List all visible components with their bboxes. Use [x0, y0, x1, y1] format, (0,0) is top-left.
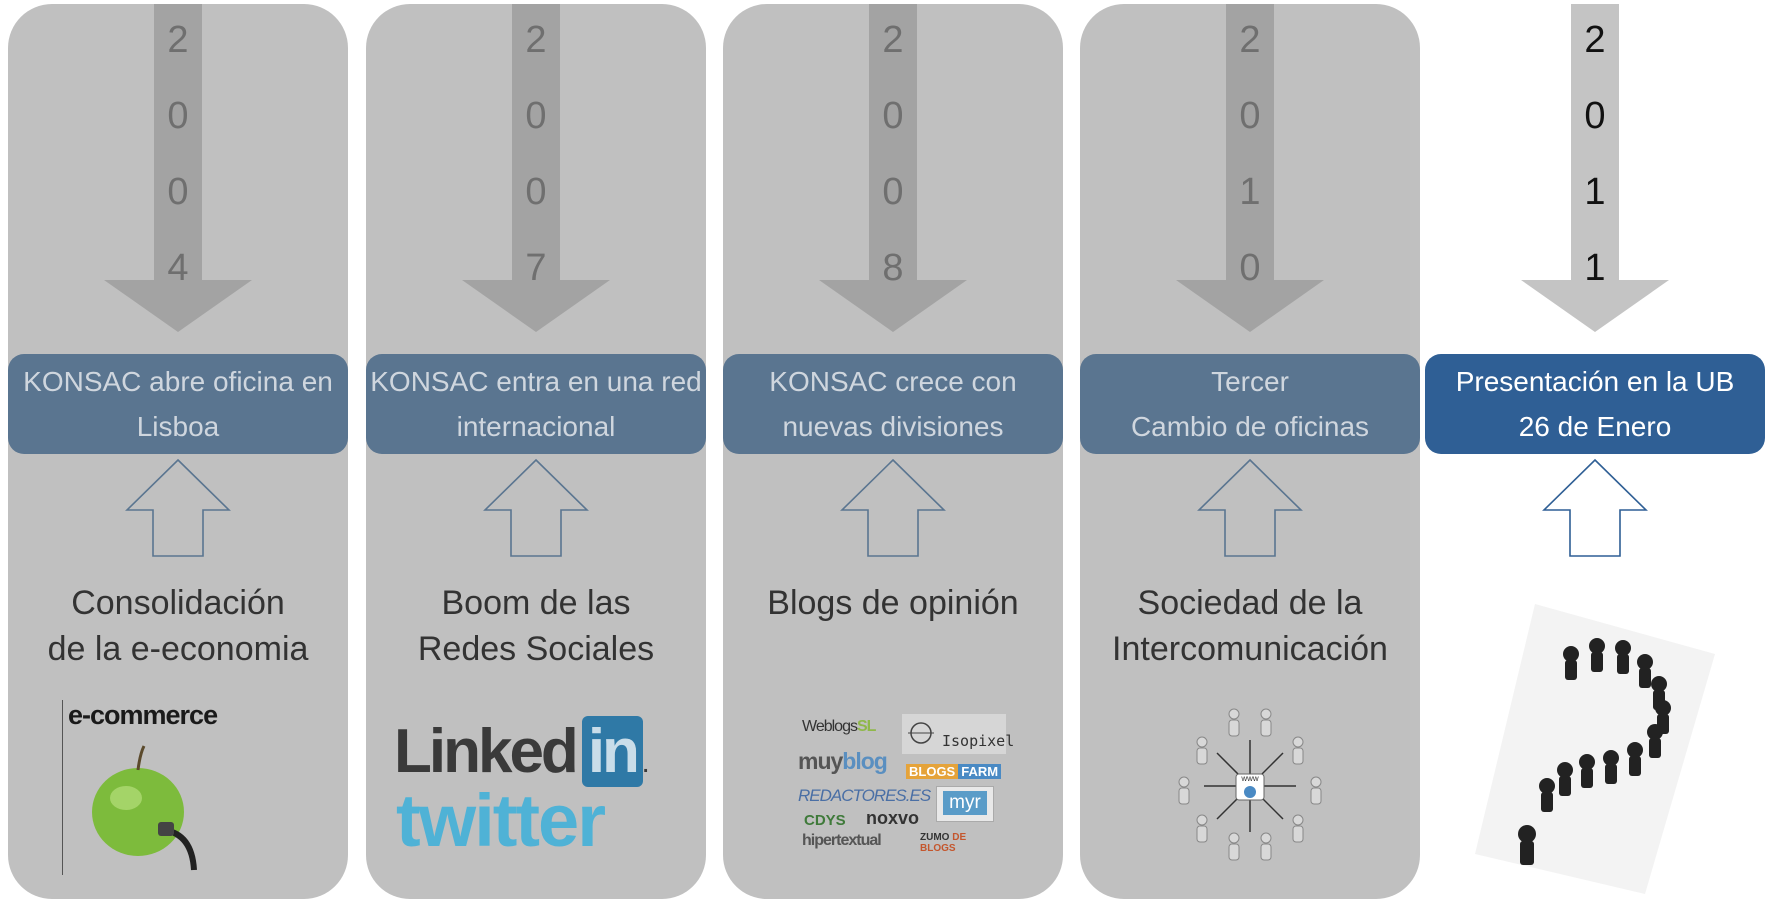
linkedin-text: Linked	[394, 717, 579, 786]
weblogs-logo: WeblogsSL	[802, 718, 876, 736]
network-image: www	[1170, 706, 1330, 866]
event-box: Tercer Cambio de oficinas	[1080, 354, 1420, 454]
isopixel-text: Isopixel	[942, 732, 1015, 750]
year-digit: 2	[167, 19, 189, 61]
blog-text: blog	[842, 748, 888, 774]
year-digit: 2	[525, 19, 547, 61]
www-label: www	[1241, 774, 1259, 783]
trend-label: Blogs de opinión	[767, 584, 1019, 622]
hipertextual-logo: hipertextual	[802, 832, 882, 849]
myr-text: myr	[943, 791, 987, 815]
ecommerce-image: e-commerce	[62, 700, 302, 875]
up-arrow-icon	[483, 458, 589, 557]
year-digit: 2	[882, 19, 904, 61]
isopixel-logo: Isopixel	[902, 714, 1014, 754]
green-apple-icon	[92, 745, 197, 871]
year-digit: 8	[882, 247, 904, 289]
linkedin-dot: .	[642, 755, 648, 777]
chess-image	[1475, 604, 1715, 894]
noxvo-logo: noxvo	[866, 808, 920, 828]
timeline-column-2004: 2 0 0 4 KONSAC abre oficina en Lisboa Co…	[8, 0, 348, 903]
year-digit: 0	[167, 171, 189, 213]
event-box: KONSAC abre oficina en Lisboa	[8, 354, 348, 454]
timeline-column-2010: 2 0 1 0 Tercer Cambio de oficinas Socied…	[1080, 0, 1420, 903]
year-digit: 0	[882, 171, 904, 213]
blogsfarm-farm-text: FARM	[958, 764, 1002, 779]
down-arrow-icon	[462, 4, 610, 332]
year-digit: 0	[1584, 95, 1606, 137]
trend-label: Consolidación de la e-economia	[47, 584, 309, 668]
weblogs-sl-text: SL	[856, 718, 876, 735]
year-digit: 0	[525, 95, 547, 137]
linkedin-in-badge: in	[581, 716, 643, 787]
weblogs-text: Weblogs	[802, 718, 858, 735]
year-digit: 2	[1584, 19, 1606, 61]
de-blogs-text: DE BLOGS	[920, 832, 967, 854]
up-arrow-icon	[1542, 458, 1648, 557]
chess-question-mark-icon	[1475, 604, 1715, 894]
year-digit: 2	[1239, 19, 1261, 61]
twitter-logo: twitter	[396, 779, 606, 862]
event-box: KONSAC crece con nuevas divisiones	[723, 354, 1063, 454]
isopixel-globe-icon	[908, 722, 934, 744]
year-digit: 1	[1584, 171, 1606, 213]
up-arrow-icon	[840, 458, 946, 557]
muyblog-logo: muyblog	[798, 748, 888, 775]
down-arrow-icon	[1176, 4, 1324, 332]
timeline-column-2011: 2 0 1 1 Presentación en la UB 26 de Ener…	[1425, 0, 1765, 903]
timeline-column-2007: 2 0 0 7 KONSAC entra en una red internac…	[366, 0, 706, 903]
year-digit: 1	[1584, 247, 1606, 289]
year-digit: 4	[167, 247, 189, 289]
event-box: Presentación en la UB 26 de Enero	[1425, 354, 1765, 454]
ecommerce-title: e-commerce	[68, 700, 218, 730]
zumo-text: ZUMO	[920, 832, 950, 843]
year-digit: 7	[525, 247, 547, 289]
event-box: KONSAC entra en una red internacional	[366, 354, 706, 454]
zumo-de-blogs-logo: ZUMO DE BLOGS	[920, 832, 998, 854]
up-arrow-icon	[125, 458, 231, 557]
year-digit: 0	[525, 171, 547, 213]
muy-text: muy	[798, 748, 843, 774]
year-digit: 0	[167, 95, 189, 137]
year-digit: 1	[1239, 171, 1261, 213]
year-digit: 0	[882, 95, 904, 137]
cdys-logo: CDYS	[804, 812, 846, 829]
down-arrow-icon	[1521, 4, 1669, 332]
trend-label: Sociedad de la Intercomunicación	[1112, 584, 1388, 668]
timeline-column-2008: 2 0 0 8 KONSAC crece con nuevas division…	[723, 0, 1063, 903]
up-arrow-icon	[1197, 458, 1303, 557]
blogsfarm-blogs-text: BLOGS	[906, 764, 959, 779]
myr-logo: myr	[936, 786, 994, 822]
down-arrow-icon	[104, 4, 252, 332]
people-network-icon	[1178, 708, 1322, 861]
year-digit: 0	[1239, 95, 1261, 137]
down-arrow-icon	[819, 4, 967, 332]
trend-label: Boom de las Redes Sociales	[417, 584, 655, 668]
year-digit: 0	[1239, 247, 1261, 289]
redactores-logo: REDACTORES.ES	[798, 786, 931, 805]
